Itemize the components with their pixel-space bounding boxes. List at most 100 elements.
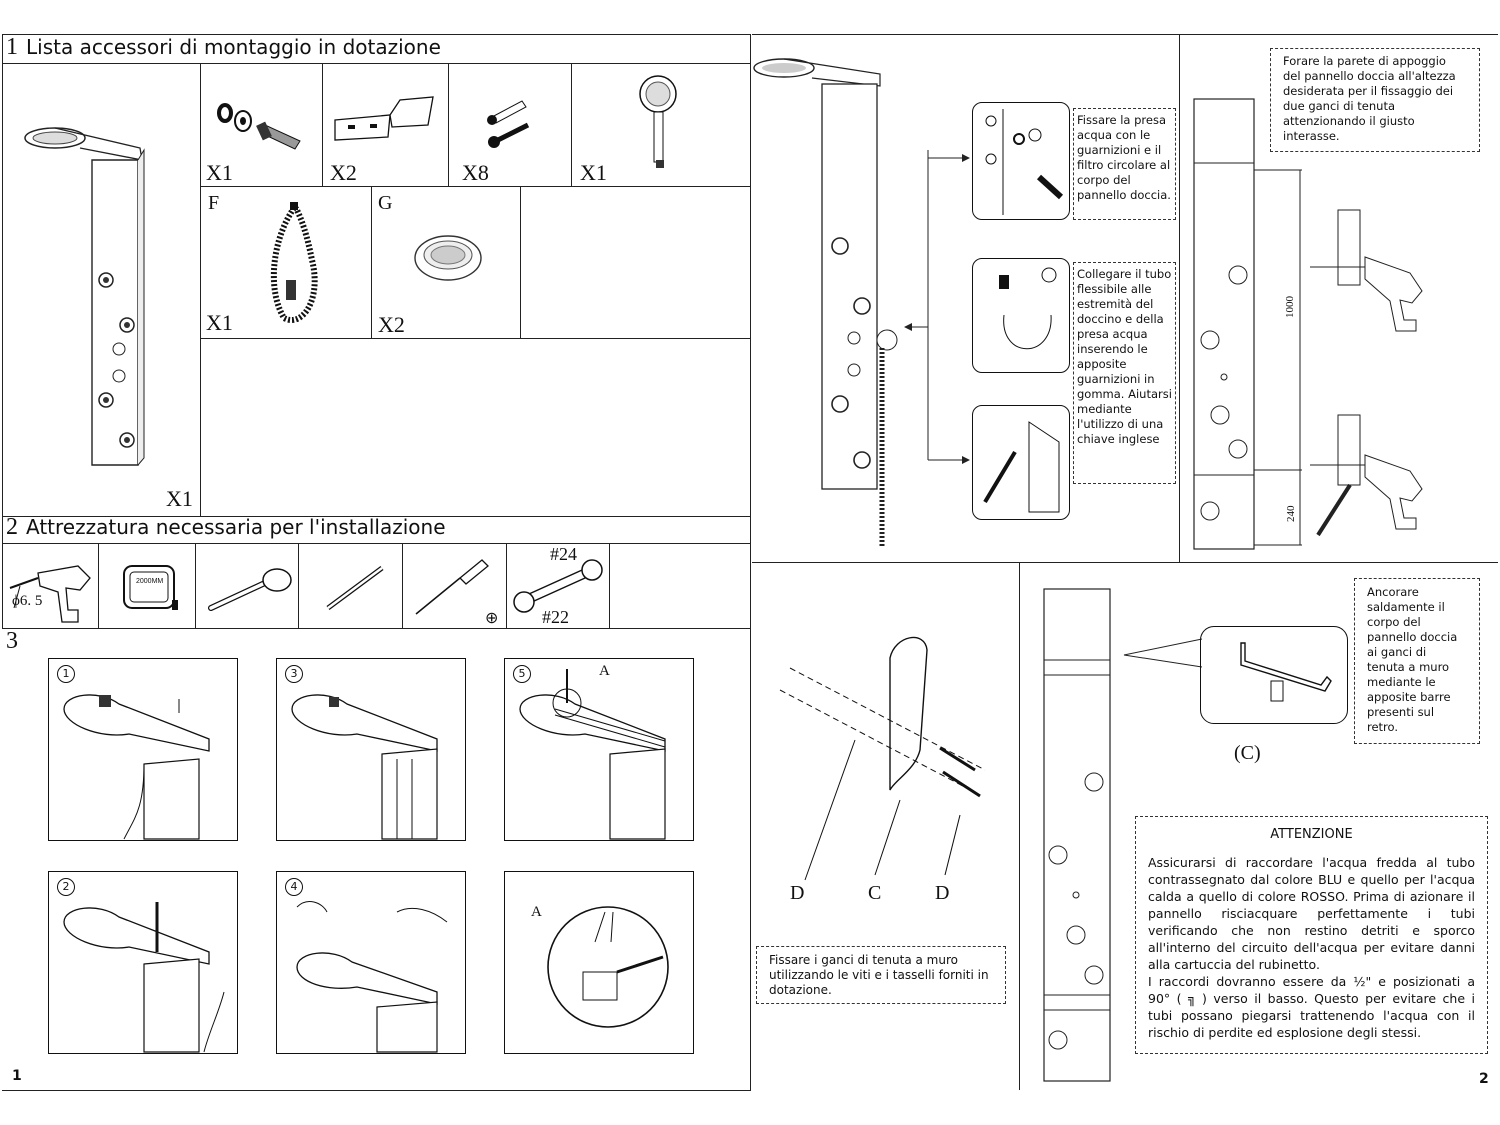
wall-hook-icon: [334, 96, 434, 141]
screws-anchors-icon: [487, 100, 530, 148]
detail-label: A: [599, 663, 610, 679]
panel-quantity: X1: [166, 486, 193, 511]
section-number: 2: [6, 514, 18, 540]
callout-arrows: [904, 150, 970, 464]
label-d-left: D: [790, 882, 805, 904]
page-number: 1: [12, 1068, 22, 1084]
step-2-illustration: [63, 902, 225, 1053]
divider: [448, 63, 449, 186]
section-1-title: 1 Lista accessori di montaggio in dotazio…: [6, 34, 441, 61]
section-number: 3: [6, 628, 18, 654]
divider: [98, 543, 99, 628]
attention-title: ATTENZIONE: [1270, 827, 1353, 842]
shower-panel-illustration: [24, 127, 145, 466]
attention-box: ATTENZIONE Assicurarsi di raccordare l'a…: [1135, 816, 1488, 1054]
step-number: 3: [285, 665, 303, 683]
attention-paragraph-2: I raccordi dovranno essere da ½" e posiz…: [1148, 974, 1475, 1040]
circular-filter-icon: [414, 235, 482, 281]
wrench-detail-image: [972, 405, 1070, 520]
wrench-icon: [513, 559, 603, 613]
screwdriver-type-symbol: ⊕: [485, 610, 499, 627]
screws-quantity: X8: [462, 160, 489, 185]
flexible-hose-icon: [270, 202, 318, 323]
divider: [371, 186, 372, 338]
bar-callout-pointer: [1123, 638, 1203, 668]
seals-connector-icon: [217, 103, 301, 150]
step-5-panel: 5 A: [504, 658, 694, 841]
handshower-quantity: X1: [580, 160, 607, 185]
label-c-bracket: (C): [1234, 742, 1261, 764]
divider: [200, 338, 750, 339]
seals-detail-image: [972, 102, 1070, 220]
bar-detail-image: [1200, 626, 1348, 724]
step-3-illustration: [291, 694, 438, 840]
seals-detail-drawing: [985, 109, 1064, 215]
hand-shower-icon: [639, 75, 677, 168]
step-1-illustration: [63, 694, 210, 840]
seals-instruction-note: Fissare la presa acqua con le guarnizion…: [1073, 108, 1176, 220]
divider: [195, 543, 196, 628]
frame-top-line: [2, 34, 750, 35]
drill-bit-size: ϕ6. 5: [12, 593, 43, 609]
page-number: 2: [1479, 1071, 1489, 1087]
filter-letter: G: [378, 192, 393, 214]
step-4-illustration: [296, 901, 448, 1053]
step-number: 2: [57, 878, 75, 896]
divider: [200, 186, 750, 187]
section-number: 1: [6, 34, 18, 60]
step-4-panel: 4: [276, 871, 466, 1054]
tape-measure-icon: [123, 565, 178, 610]
detail-a-panel: A: [504, 871, 694, 1054]
section-title-text: Attrezzatura necessaria per l'installazi…: [26, 515, 446, 539]
divider: [2, 543, 750, 544]
section-title-text: Lista accessori di montaggio in dotazion…: [26, 35, 441, 59]
detail-label: A: [531, 904, 542, 920]
seals-quantity: X1: [206, 160, 233, 185]
frame-right-line: [750, 34, 751, 1091]
label-c: C: [868, 882, 882, 904]
hammer-icon: [208, 568, 292, 611]
divider: [298, 543, 299, 628]
step-number: 4: [285, 878, 303, 896]
section-3-title: 3: [6, 628, 26, 655]
step-number: 1: [57, 665, 75, 683]
step-2-panel: 2: [48, 871, 238, 1054]
frame-bottom-line: [2, 1090, 750, 1091]
label-d-right: D: [935, 882, 950, 904]
section-2-title: 2 Attrezzatura necessaria per l'installaz…: [6, 514, 446, 541]
panel-back-diagram: [1043, 588, 1111, 1082]
divider: [2, 63, 750, 64]
hose-detail-drawing: [999, 267, 1057, 350]
wrench-detail-drawing: [983, 421, 1060, 513]
hose-quantity: X1: [206, 310, 233, 335]
wrench-size-top: #24: [550, 544, 577, 564]
dimension-240: 240: [1285, 505, 1297, 523]
divider: [2, 628, 750, 629]
shower-panel-assembly-illustration: [753, 58, 898, 546]
frame-divider-vertical: [1179, 34, 1180, 562]
hose-instruction-note: Collegare il tubo flessibile alle estrem…: [1073, 262, 1176, 484]
divider: [322, 63, 323, 186]
step-number: 5: [513, 665, 531, 683]
anchor-instruction-note: Ancorare saldamente il corpo del pannell…: [1354, 578, 1480, 744]
drill-icon: [9, 565, 91, 623]
divider: [200, 63, 201, 516]
divider: [2, 516, 750, 517]
hose-detail-image: [972, 258, 1070, 373]
detail-a-illustration: [547, 906, 669, 1028]
wall-drilling-diagram: [1193, 98, 1423, 550]
divider: [609, 543, 610, 628]
frame-divider-vertical-bottom: [1019, 562, 1020, 1090]
frame-top-line: [752, 34, 1498, 35]
hooks-quantity: X2: [330, 160, 357, 185]
frame-left-line: [2, 34, 3, 628]
bar-detail-drawing: [1240, 642, 1332, 702]
frame-divider-horizontal: [752, 562, 1498, 563]
tape-measure-length: 2000MM: [136, 578, 164, 585]
step-1-panel: 1: [48, 658, 238, 841]
hooks-instruction-note: Fissare i ganci di tenuta a muro utilizz…: [756, 946, 1006, 1004]
divider: [402, 543, 403, 628]
step-5-illustration: [519, 669, 666, 840]
hook-mounting-diagram: [779, 636, 986, 881]
dimension-1000: 1000: [1284, 296, 1296, 318]
